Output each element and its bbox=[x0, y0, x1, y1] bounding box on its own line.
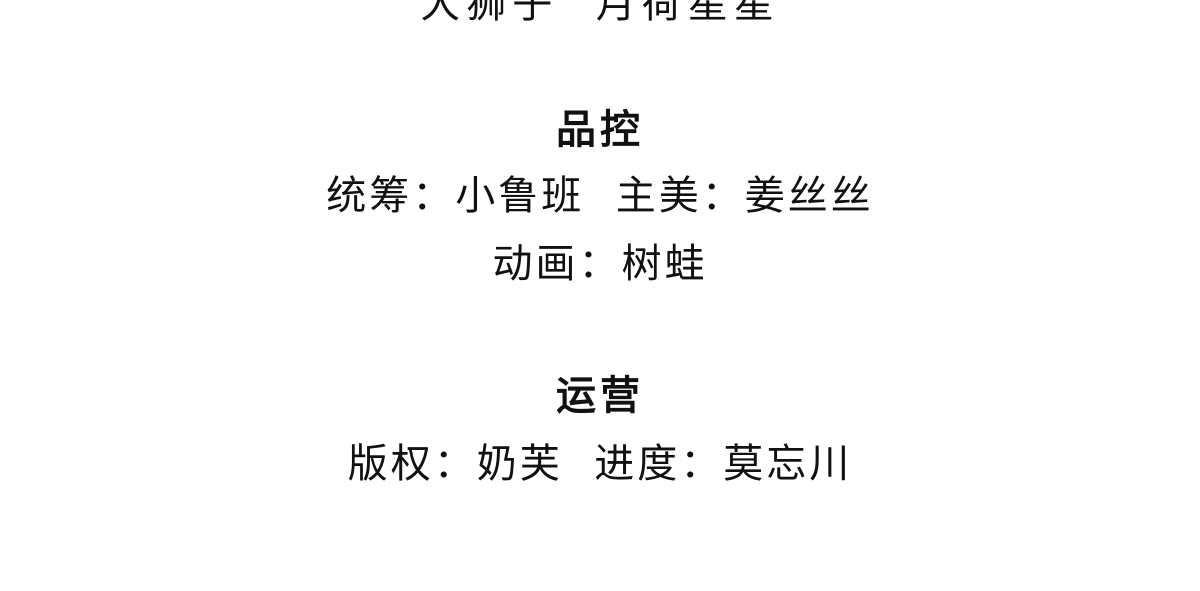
credit-line-rights-progress: 版权：奶芙 进度：莫忘川 bbox=[347, 441, 853, 487]
cut-off-credit-line: 大狮子 月荷星星 bbox=[420, 0, 780, 27]
section-heading-quality-control: 品控 bbox=[556, 107, 644, 153]
credit-line-coordination-art: 统筹：小鲁班 主美：姜丝丝 bbox=[326, 173, 874, 219]
credit-line-animation: 动画：树蛙 bbox=[492, 241, 708, 287]
section-heading-operations: 运营 bbox=[556, 373, 644, 419]
